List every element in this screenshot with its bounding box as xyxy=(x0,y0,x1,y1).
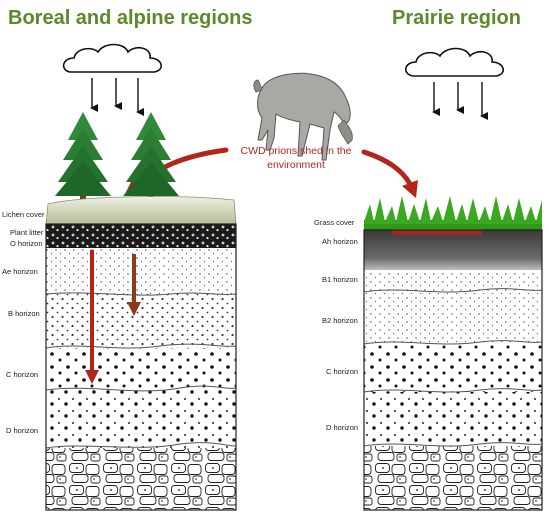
label-d-horizon: D horizon xyxy=(6,426,38,435)
label-b1-horizon: B1 horizon xyxy=(322,275,358,284)
label-ah-horizon: Ah horizon xyxy=(322,237,358,246)
label-o-horizon: O horizon xyxy=(10,239,43,248)
label-plant-litter: Plant litter xyxy=(10,228,44,237)
label-ae-horizon: Ae horizon xyxy=(2,267,38,276)
bedrock-layer xyxy=(46,448,236,510)
bedrock-layer-right xyxy=(364,446,542,510)
label-b-horizon: B horizon xyxy=(8,309,40,318)
c-horizon-layer xyxy=(46,348,236,390)
deer-icon xyxy=(253,72,353,161)
b-horizon-layer xyxy=(46,294,236,348)
label-c-horizon: C horizon xyxy=(6,370,38,379)
c-horizon-layer-right xyxy=(364,344,542,392)
left-soil-profile xyxy=(45,196,237,511)
o-horizon-layer xyxy=(46,224,236,248)
title-boreal-alpine: Boreal and alpine regions xyxy=(8,7,253,29)
grass-cover-icon xyxy=(364,196,542,230)
title-prairie: Prairie region xyxy=(392,7,521,29)
spruce-tree-right-icon xyxy=(123,112,179,206)
spruce-tree-left-icon xyxy=(55,112,111,206)
d-horizon-layer xyxy=(46,390,236,448)
prion-shed-arrow-right xyxy=(361,149,418,198)
rain-cloud-left-icon xyxy=(62,43,162,116)
label-d-horizon-right: D horizon xyxy=(326,423,358,432)
label-b2-horizon: B2 horizon xyxy=(322,316,358,325)
right-soil-profile xyxy=(363,196,543,511)
callout-line-1: CWD prions shed in the xyxy=(241,145,352,157)
label-c-horizon-right: C horizon xyxy=(326,367,358,376)
rain-cloud-right-icon xyxy=(405,47,504,120)
label-grass-cover: Grass cover xyxy=(314,218,355,227)
label-lichen-cover: Lichen cover xyxy=(2,210,45,219)
lichen-cover-layer xyxy=(45,196,237,225)
ae-horizon-layer xyxy=(46,248,236,294)
b2-horizon-layer xyxy=(364,292,542,344)
b1-horizon-layer xyxy=(364,270,542,292)
d-horizon-layer-right xyxy=(364,392,542,446)
callout-line-2: environment xyxy=(267,159,325,171)
ah-horizon-layer xyxy=(364,230,542,270)
